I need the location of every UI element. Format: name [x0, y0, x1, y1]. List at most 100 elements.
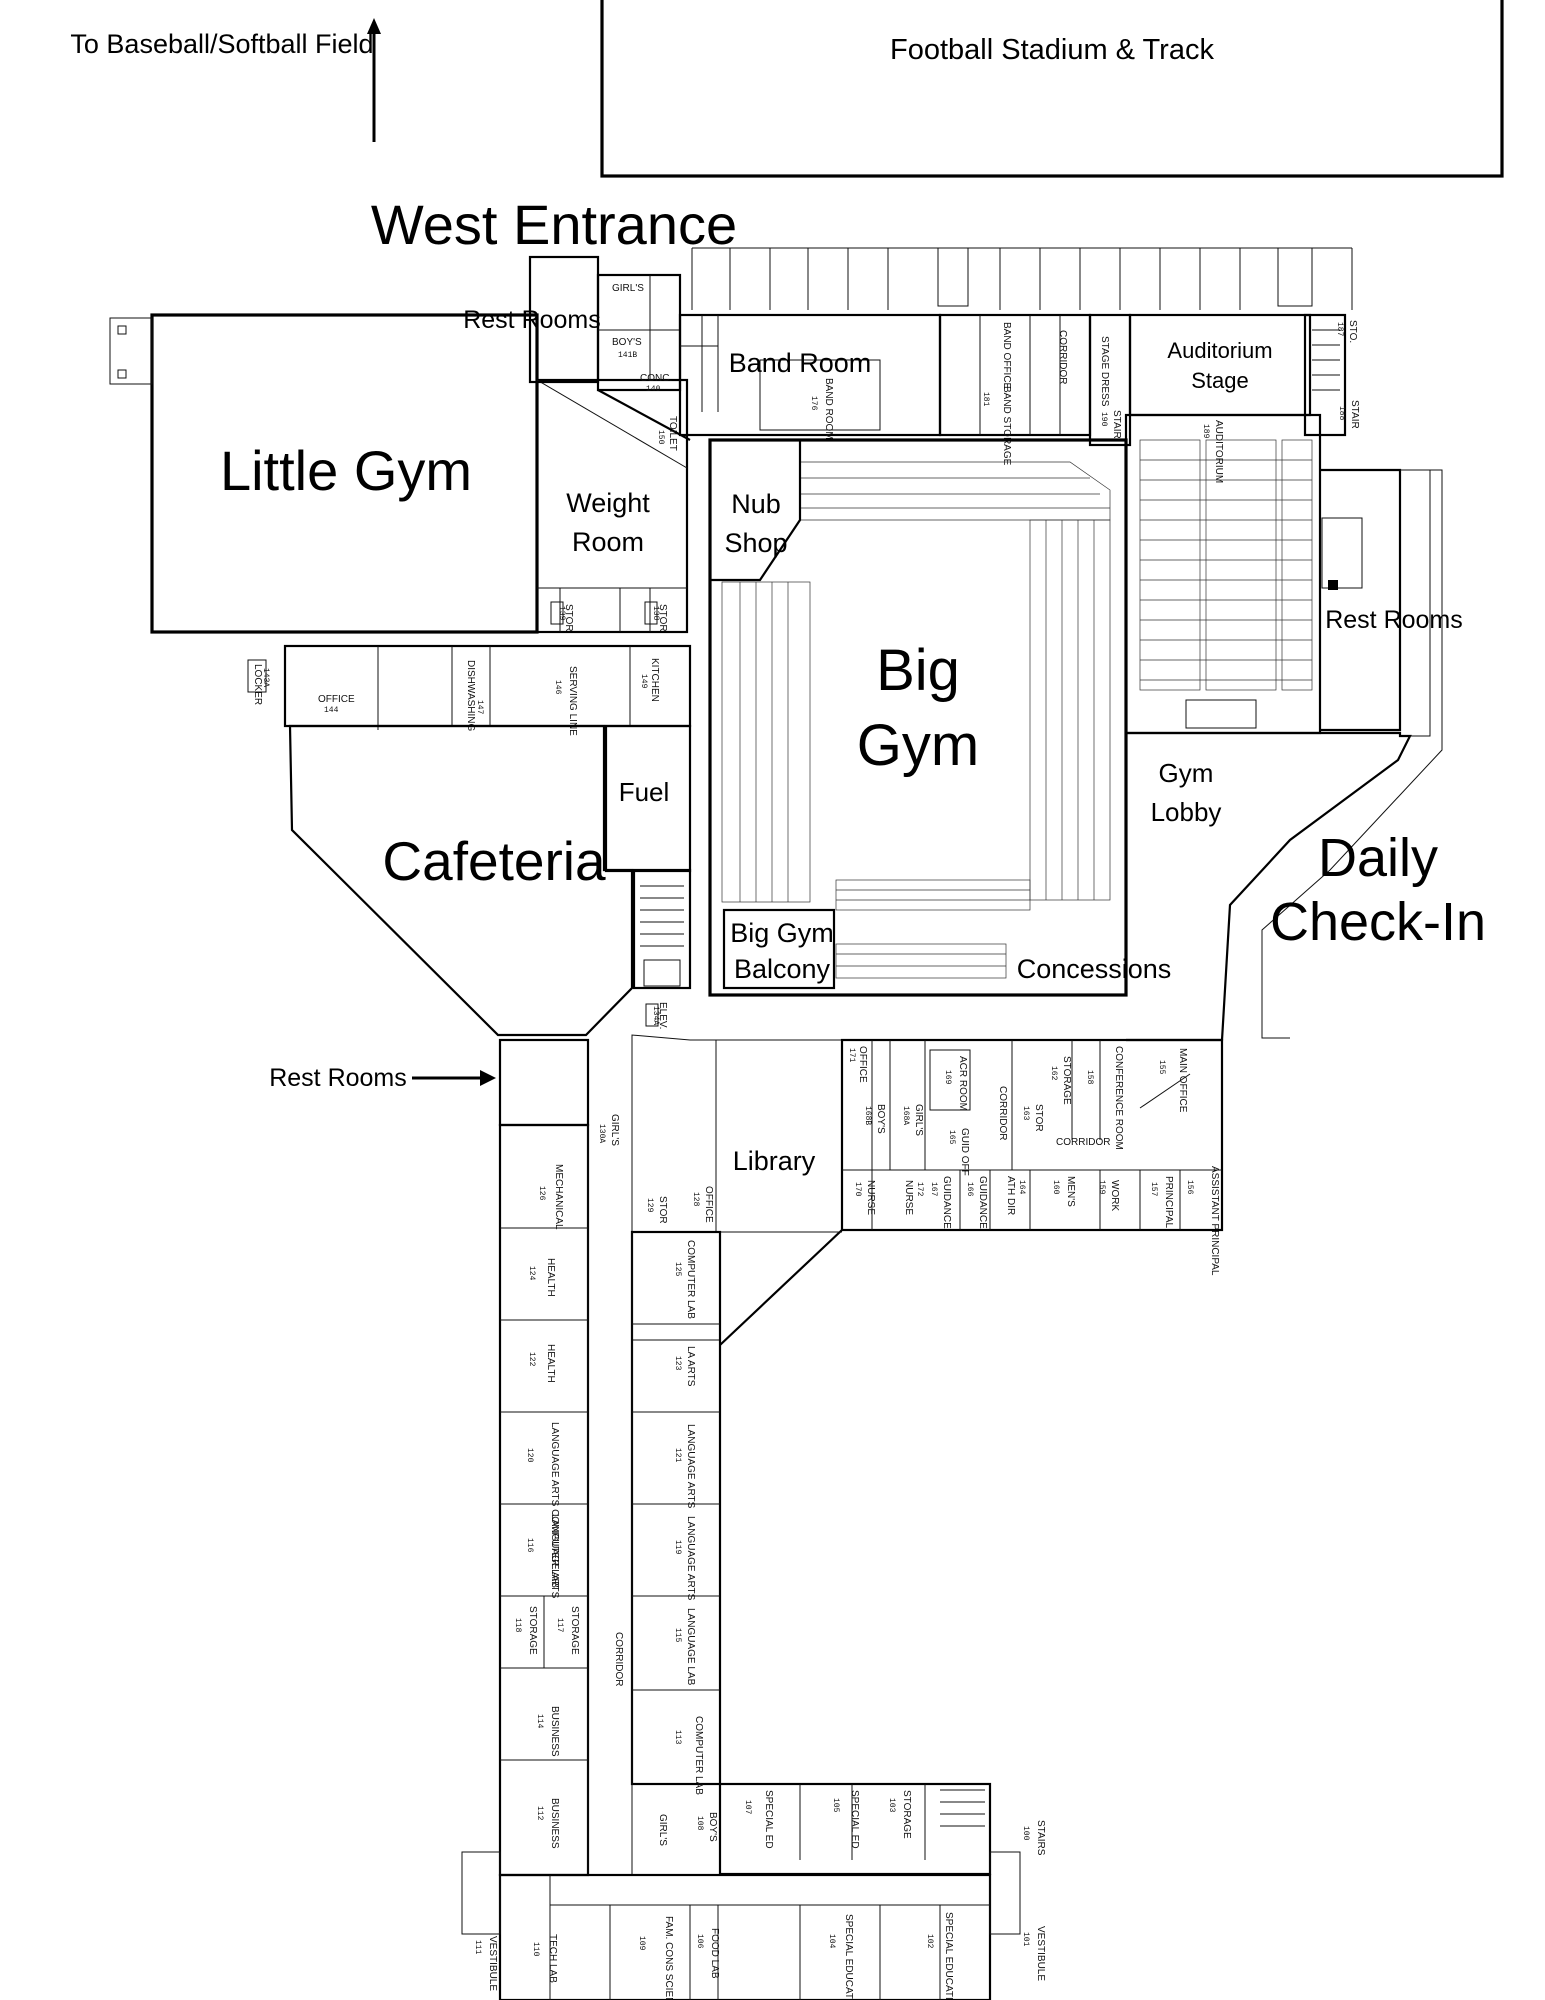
- west-restroom-block: [528, 255, 691, 441]
- boys-141b-num: 141B: [618, 351, 637, 360]
- west-entrance-label: West Entrance: [371, 193, 737, 256]
- office-complex: [840, 1038, 1224, 1232]
- mens-160: MEN'S 160: [1051, 1176, 1076, 1207]
- rest-rooms-arrow-head: [480, 1070, 496, 1086]
- special-ed-104: SPECIAL EDUCATION 104: [827, 1914, 854, 2000]
- band-wing: [678, 313, 1347, 447]
- svg-text:160: 160: [1051, 1180, 1060, 1195]
- svg-text:COMPUTER LAB: COMPUTER LAB: [693, 1716, 704, 1795]
- svg-text:101: 101: [1021, 1932, 1030, 1947]
- balcony-label-2: Balcony: [734, 954, 831, 984]
- svg-text:BOY'S: BOY'S: [707, 1812, 718, 1842]
- stor-139: STOR 139: [550, 601, 574, 632]
- svg-text:123: 123: [673, 1356, 682, 1371]
- svg-text:TOILET: TOILET: [667, 416, 678, 451]
- svg-text:115: 115: [673, 1628, 682, 1643]
- svg-text:138: 138: [651, 606, 660, 621]
- svg-text:SPECIAL EDUCATION: SPECIAL EDUCATION: [843, 1914, 854, 2000]
- svg-text:BAND STORAGE: BAND STORAGE: [1001, 386, 1012, 466]
- big-gym-label-2: Gym: [857, 713, 979, 778]
- balcony-label-1: Big Gym: [730, 918, 834, 948]
- svg-text:165: 165: [947, 1130, 956, 1145]
- svg-text:LANGUAGE ARTS: LANGUAGE ARTS: [685, 1424, 696, 1509]
- cafeteria-label: Cafeteria: [382, 830, 606, 892]
- serving-line-146: SERVING LINE 146: [553, 666, 578, 736]
- stage-dress: STAGE DRESS: [1099, 336, 1110, 407]
- svg-text:GUID OFF: GUID OFF: [959, 1128, 970, 1176]
- svg-text:104: 104: [827, 1934, 836, 1949]
- svg-text:108: 108: [695, 1816, 704, 1831]
- gym-lobby-label-2: Lobby: [1151, 797, 1222, 827]
- svg-text:146: 146: [553, 680, 562, 695]
- band-room-label: Band Room: [729, 348, 872, 378]
- svg-text:128: 128: [691, 1192, 700, 1207]
- weight-room-label-2: Room: [572, 527, 644, 557]
- svg-text:158: 158: [1085, 1070, 1094, 1085]
- corridor-top: CORRIDOR: [1057, 330, 1068, 384]
- north-arrow-head: [367, 18, 381, 34]
- svg-text:LANGUAGE LAB: LANGUAGE LAB: [685, 1608, 696, 1686]
- svg-text:167: 167: [929, 1182, 938, 1197]
- office-144-num: 144: [324, 706, 339, 715]
- svg-text:FOOD LAB: FOOD LAB: [709, 1928, 720, 1979]
- svg-text:BAND OFFICE: BAND OFFICE: [1001, 322, 1012, 390]
- svg-text:SPECIAL EDUCATION: SPECIAL EDUCATION: [943, 1912, 954, 2000]
- balcony-box: [722, 908, 836, 990]
- svg-text:117: 117: [555, 1618, 564, 1633]
- svg-text:190: 190: [1099, 412, 1108, 427]
- svg-text:188: 188: [1337, 406, 1346, 421]
- svg-text:134A: 134A: [651, 1006, 660, 1025]
- svg-text:107: 107: [743, 1800, 752, 1815]
- svg-text:110: 110: [531, 1942, 540, 1957]
- gym-lobby-outline: [1126, 731, 1412, 1042]
- svg-text:LANGUAGE ARTS: LANGUAGE ARTS: [685, 1516, 696, 1601]
- svg-text:ACR ROOM: ACR ROOM: [957, 1056, 968, 1111]
- svg-text:LA ARTS: LA ARTS: [685, 1346, 696, 1387]
- svg-text:SPECIAL ED: SPECIAL ED: [763, 1790, 774, 1849]
- nub-shop-label-1: Nub: [731, 489, 781, 519]
- girls-south: GIRL'S: [657, 1814, 668, 1846]
- auditorium-stage-label-2: Stage: [1191, 368, 1249, 393]
- east-restroom-block: [1320, 468, 1431, 737]
- gym-lobby-label-1: Gym: [1159, 758, 1214, 788]
- locker-143a: LOCKER 143A: [252, 664, 270, 705]
- svg-text:STOR: STOR: [563, 604, 574, 632]
- weight-room-label-1: Weight: [566, 488, 650, 518]
- stair-188: STAIR 188: [1337, 400, 1360, 429]
- svg-text:PRINCIPAL: PRINCIPAL: [1163, 1176, 1174, 1228]
- svg-text:ELEV.: ELEV.: [657, 1002, 668, 1029]
- band-office: BAND OFFICE: [1001, 322, 1012, 390]
- corridor-office: CORRIDOR: [997, 1086, 1008, 1140]
- svg-text:122: 122: [527, 1352, 536, 1367]
- svg-text:129: 129: [645, 1198, 654, 1213]
- rest-rooms-east-label: Rest Rooms: [1325, 606, 1463, 634]
- svg-text:106: 106: [695, 1934, 704, 1949]
- svg-text:103: 103: [887, 1798, 896, 1813]
- svg-text:147: 147: [475, 700, 484, 715]
- football-stadium-label: Football Stadium & Track: [890, 34, 1214, 66]
- svg-text:121: 121: [673, 1448, 682, 1463]
- svg-text:STORAGE: STORAGE: [1061, 1056, 1072, 1105]
- svg-text:MEN'S: MEN'S: [1065, 1176, 1076, 1207]
